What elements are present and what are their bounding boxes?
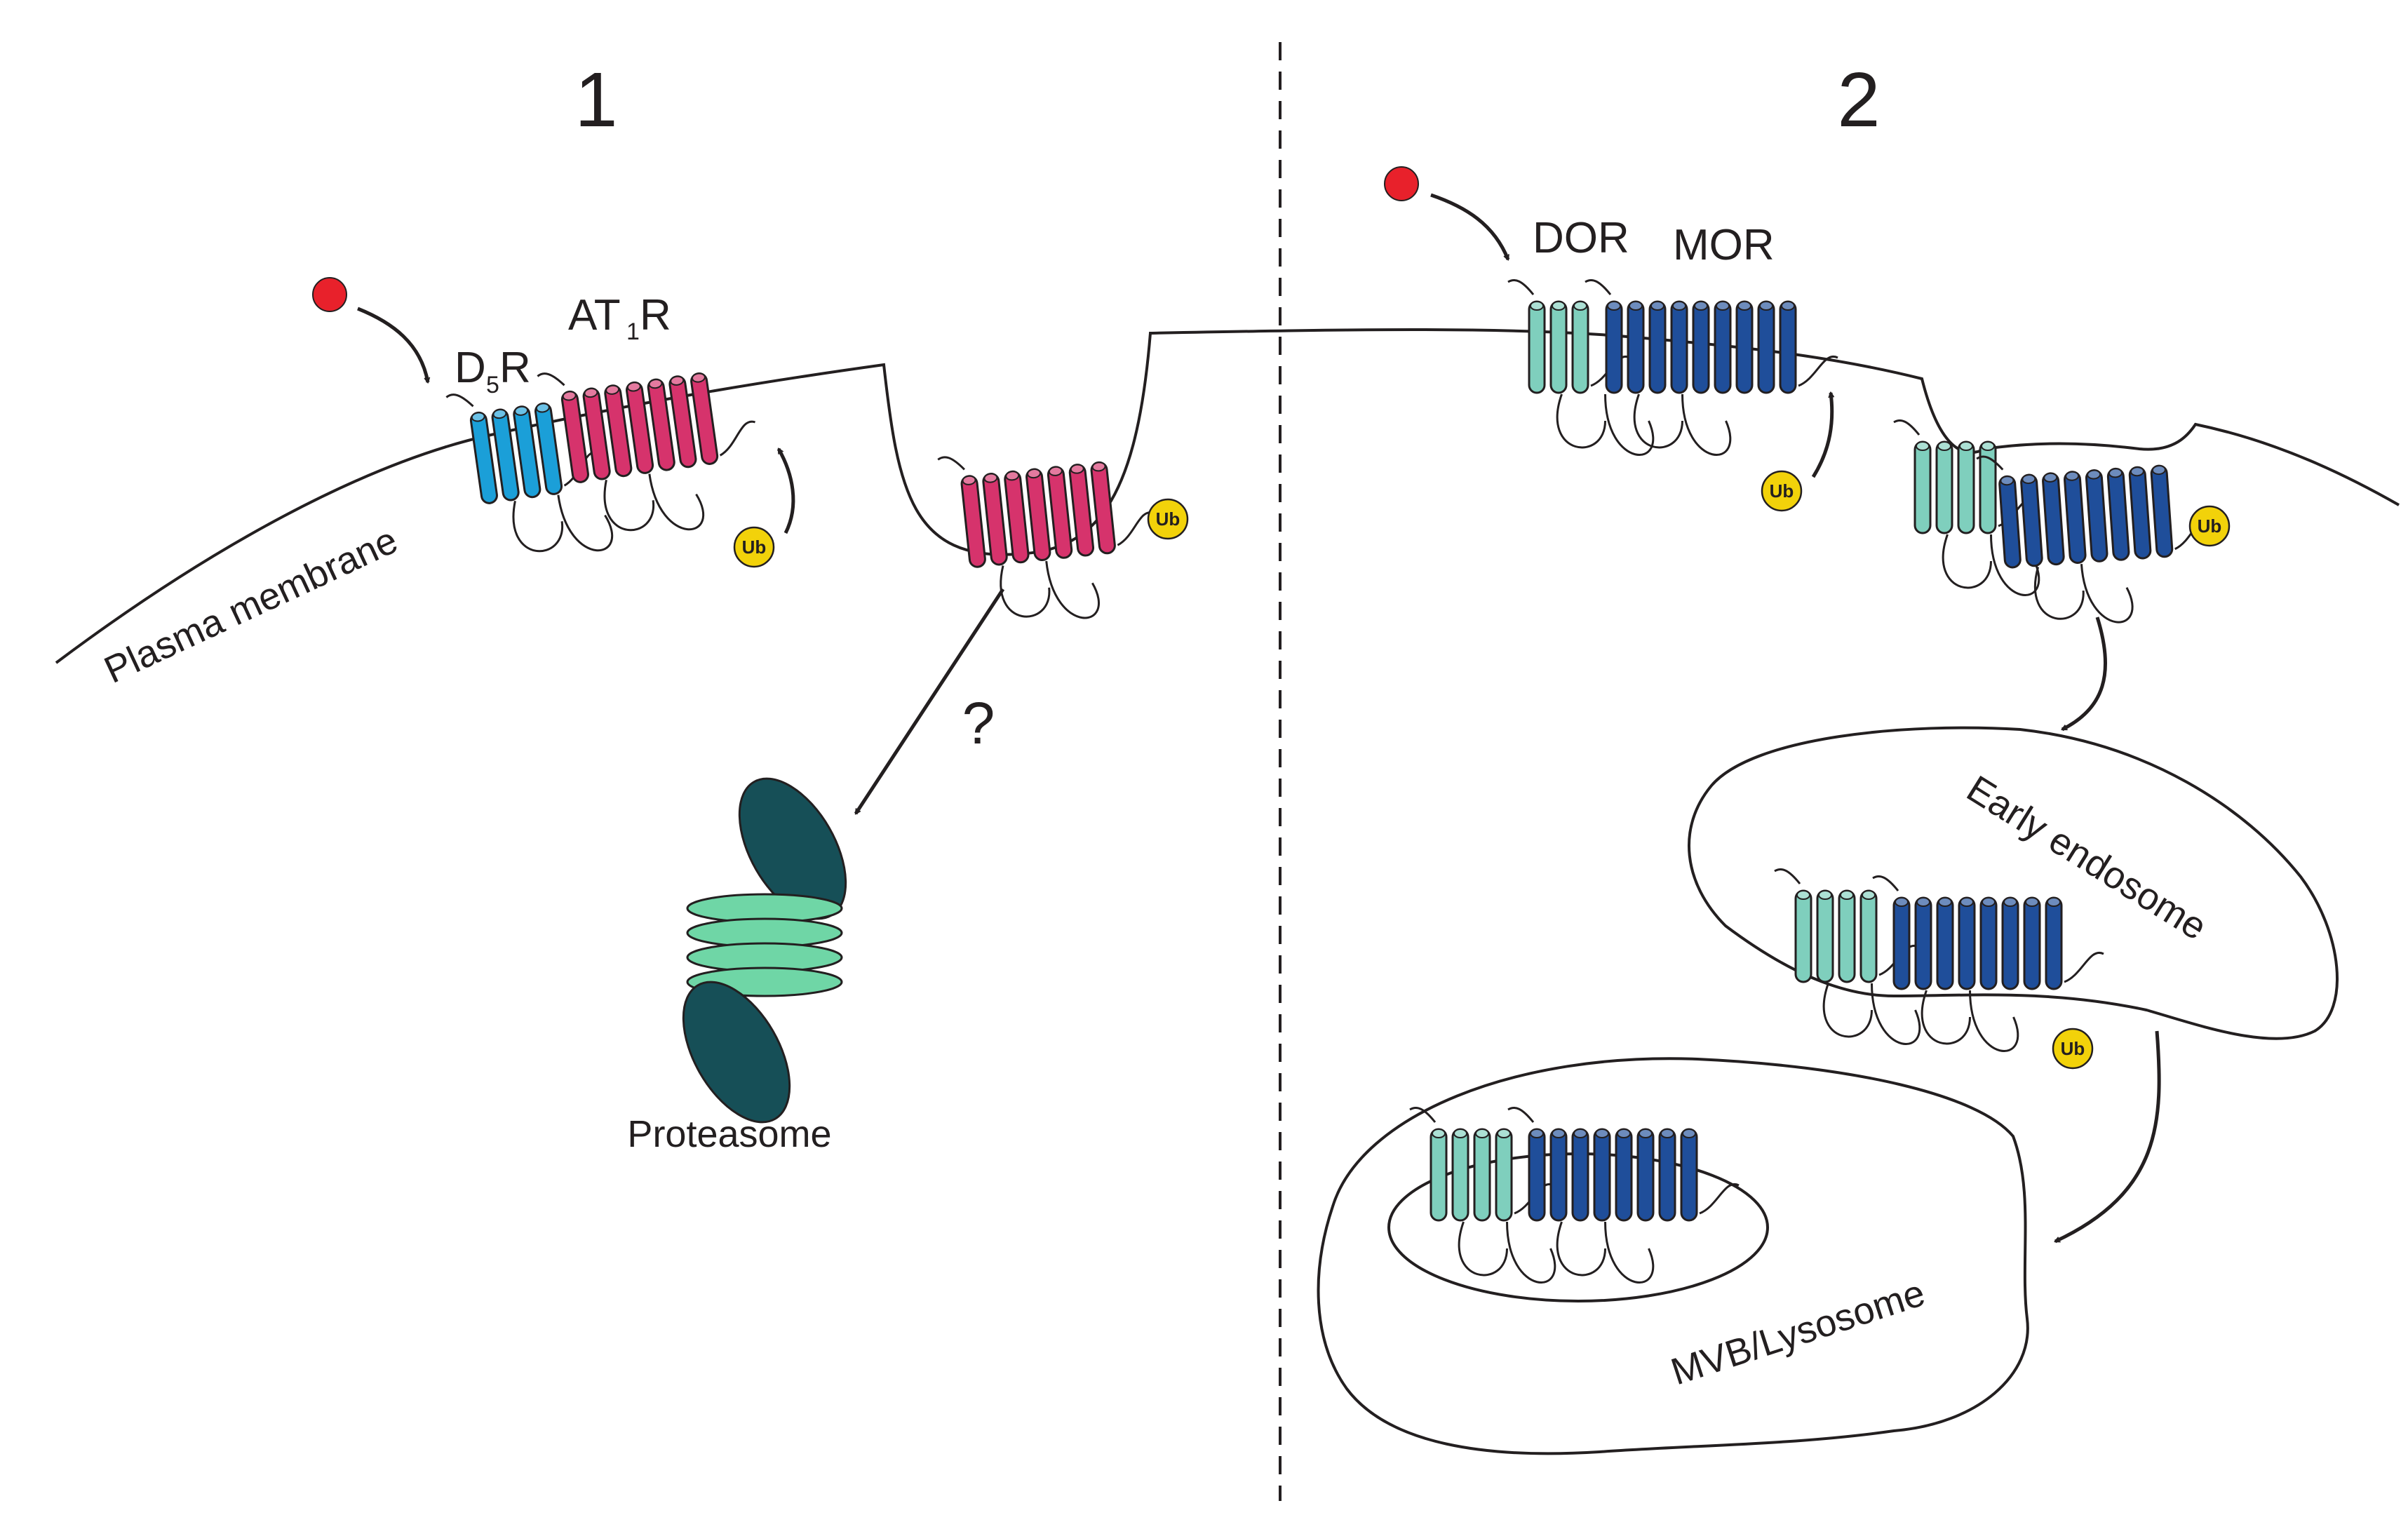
early-endosome bbox=[1687, 726, 2339, 1040]
uncertain-pathway-mark: ? bbox=[962, 690, 995, 756]
at1r-receptor-internalizing bbox=[937, 456, 1155, 619]
panel-number-2: 2 bbox=[1837, 57, 1880, 143]
svg-text:5: 5 bbox=[486, 372, 499, 398]
ubiquitin-badge-on-receptor: Ub bbox=[2052, 1028, 2094, 1070]
ubiquitin-badge bbox=[1761, 470, 1803, 512]
mvb-lysosome-label: MVB/Lysosome bbox=[1666, 1272, 1930, 1393]
mvb-lysosome bbox=[1317, 1057, 2029, 1455]
mor-receptor bbox=[1585, 278, 1838, 456]
svg-text:AT: AT bbox=[568, 291, 621, 339]
ubiquitin-badge-on-receptor: Ub bbox=[2188, 505, 2231, 547]
ubiquitin-badge bbox=[733, 526, 775, 568]
svg-text:R: R bbox=[640, 291, 671, 339]
ubiquitin-label: Ub bbox=[1156, 509, 1181, 530]
dor-label: DOR bbox=[1533, 214, 1629, 262]
mor-receptor-endosome bbox=[1872, 875, 2104, 1052]
dor-receptor-internalizing bbox=[1893, 419, 2040, 596]
ubiquitination-arrow bbox=[1811, 393, 1832, 478]
plasma-membrane-label: Plasma membrane bbox=[98, 519, 404, 692]
early-endosome-label: Early endosome bbox=[1960, 767, 2214, 948]
ligand-circle bbox=[1384, 166, 1419, 201]
plasma-membrane-line bbox=[55, 328, 2400, 664]
svg-text:1: 1 bbox=[626, 318, 640, 345]
mor-receptor-internalizing bbox=[1976, 455, 2213, 624]
ubiquitin-badge-on-receptor: Ub bbox=[1147, 498, 1189, 540]
ubiquitin-label: Ub bbox=[2198, 516, 2222, 537]
ubiquitin-label: Ub bbox=[742, 537, 767, 558]
panel-number-1: 1 bbox=[574, 57, 617, 143]
proteasome-label: Proteasome bbox=[627, 1113, 831, 1155]
dor-receptor-endosome bbox=[1774, 868, 1921, 1045]
svg-text:D: D bbox=[455, 344, 486, 392]
svg-text:R: R bbox=[499, 344, 531, 392]
mor-receptor-lysosome bbox=[1507, 1106, 1740, 1284]
proteasome bbox=[682, 777, 847, 1124]
proteasome-degradation-arrow bbox=[854, 588, 1005, 814]
dor-receptor-lysosome bbox=[1409, 1106, 1556, 1284]
at1r-label: AT 1 R bbox=[568, 291, 671, 345]
endocytosis-arrow bbox=[2062, 617, 2107, 732]
ligand-binding-arrow bbox=[357, 307, 428, 382]
ubiquitin-label: Ub bbox=[2061, 1038, 2085, 1059]
at1r-receptor bbox=[537, 372, 756, 532]
ubiquitin-label: Ub bbox=[1770, 480, 1794, 501]
ligand-circle bbox=[312, 277, 347, 312]
d5r-receptor bbox=[445, 393, 614, 553]
ligand-binding-arrow bbox=[1430, 193, 1510, 260]
dor-receptor bbox=[1507, 278, 1655, 456]
d5r-label: D 5 R bbox=[455, 344, 531, 398]
lysosomal-sorting-arrow bbox=[2055, 1030, 2161, 1244]
ubiquitination-arrow bbox=[776, 449, 795, 534]
mor-label: MOR bbox=[1673, 221, 1775, 269]
